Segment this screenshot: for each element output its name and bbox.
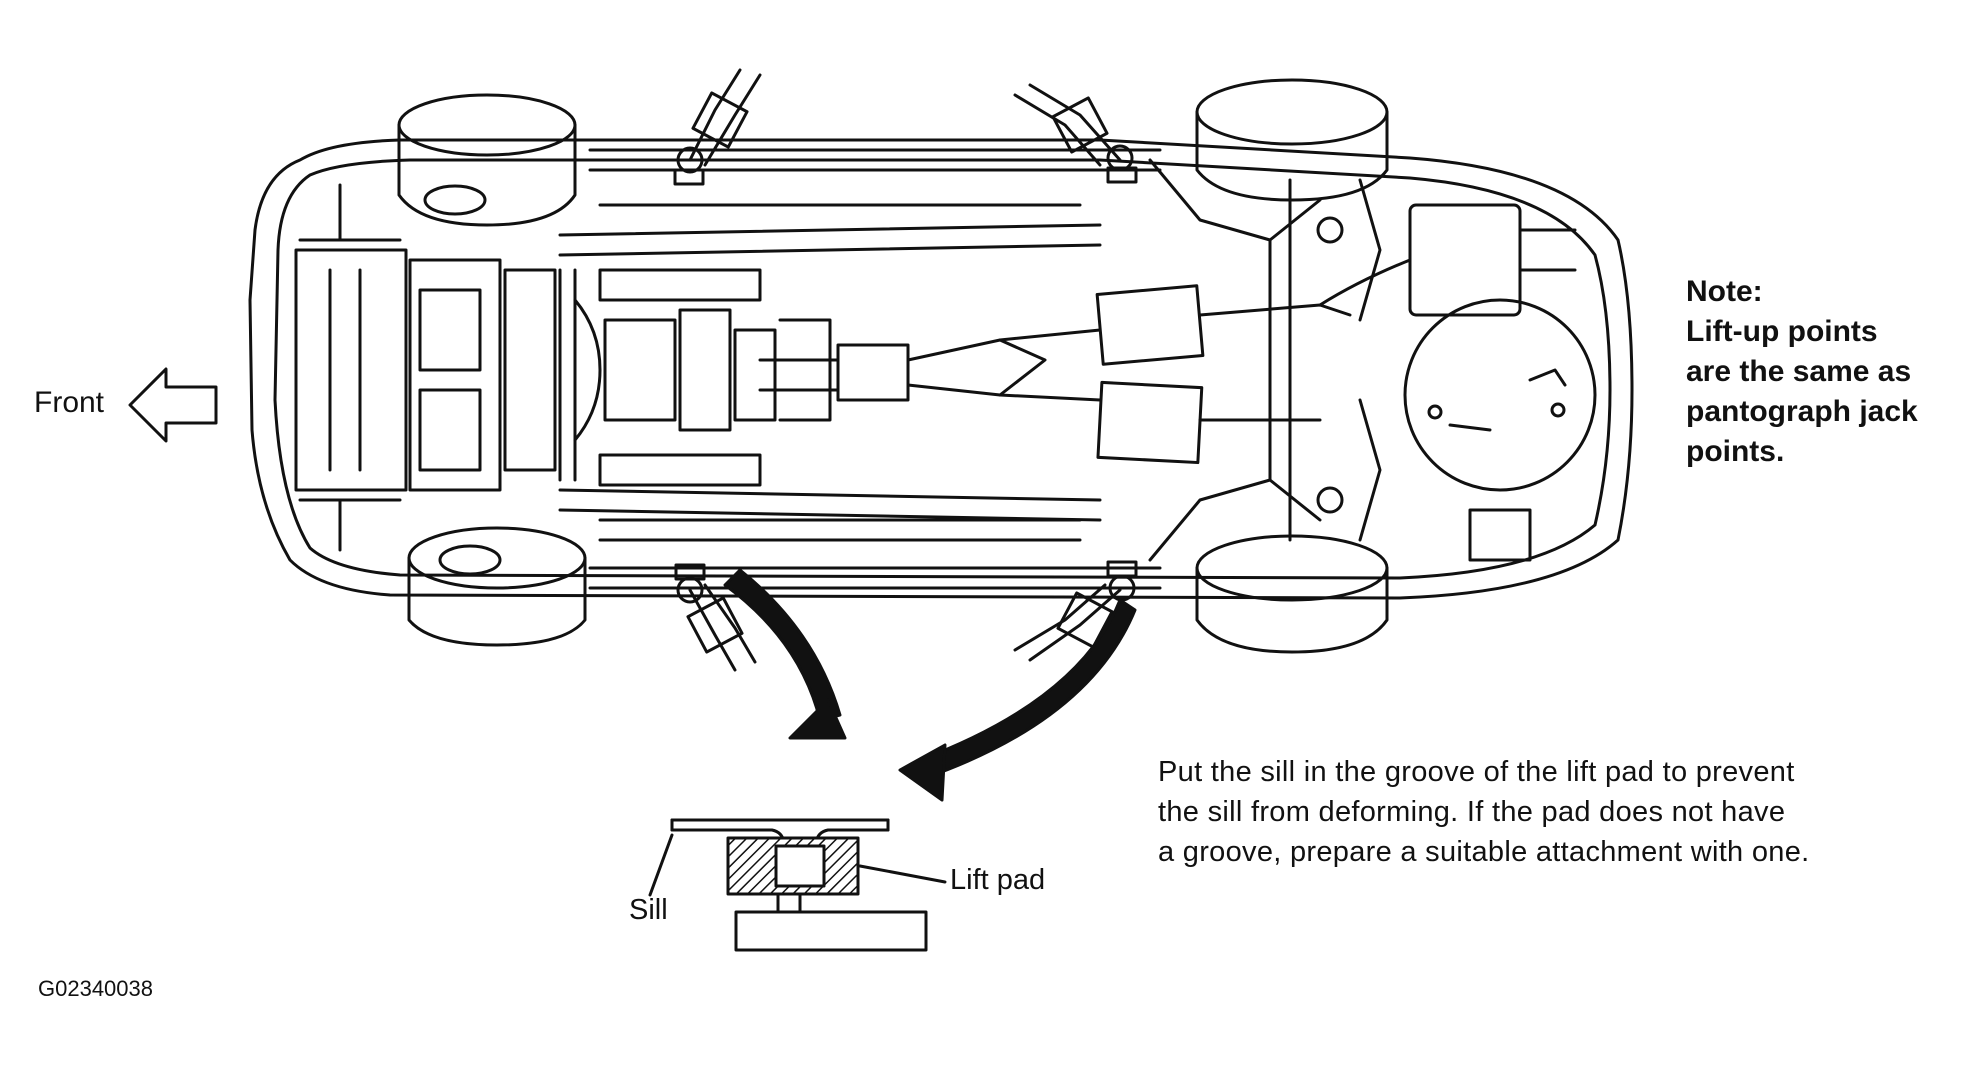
- lift-pad-label: Lift pad: [950, 864, 1046, 896]
- frame-rails: [558, 203, 1102, 542]
- instruction-block: Put the sill in the groove of the lift p…: [1158, 752, 1809, 872]
- exhaust-system: [758, 203, 1577, 465]
- lift-arm-front-left: [673, 68, 762, 186]
- lift-pad-detail: [648, 818, 947, 952]
- instruction-line: a groove, prepare a suitable attachment …: [1158, 836, 1810, 868]
- pointer-arrow-left: [723, 568, 847, 740]
- rear-left-wheel: [1195, 78, 1389, 202]
- note-line: pantograph jack: [1686, 395, 1918, 428]
- note-line: are the same as: [1686, 355, 1912, 388]
- lift-arm-front-right: [674, 563, 757, 672]
- front-arrow-icon: [128, 367, 218, 443]
- rear-suspension: [1148, 158, 1382, 562]
- figure-code: G02340038: [38, 976, 153, 1001]
- front-label: Front: [34, 386, 105, 419]
- note-line: points.: [1686, 435, 1785, 468]
- transmission-tunnel: [573, 268, 832, 487]
- engine-compartment: [294, 183, 577, 552]
- note-block: Note: Lift-up points are the same as pan…: [1686, 272, 1918, 472]
- lift-arm-rear-left: [1013, 83, 1138, 184]
- instruction-line: the sill from deforming. If the pad does…: [1158, 796, 1786, 828]
- note-line: Note:: [1686, 275, 1763, 308]
- instruction-line: Put the sill in the groove of the lift p…: [1158, 756, 1795, 788]
- front-left-wheel: [397, 93, 577, 227]
- note-line: Lift-up points: [1686, 315, 1878, 348]
- front-right-wheel: [407, 526, 587, 647]
- spare-tire-well: [1403, 298, 1597, 562]
- rear-right-wheel: [1195, 534, 1389, 654]
- sill-label: Sill: [629, 894, 668, 926]
- pointer-arrow-right: [898, 598, 1137, 802]
